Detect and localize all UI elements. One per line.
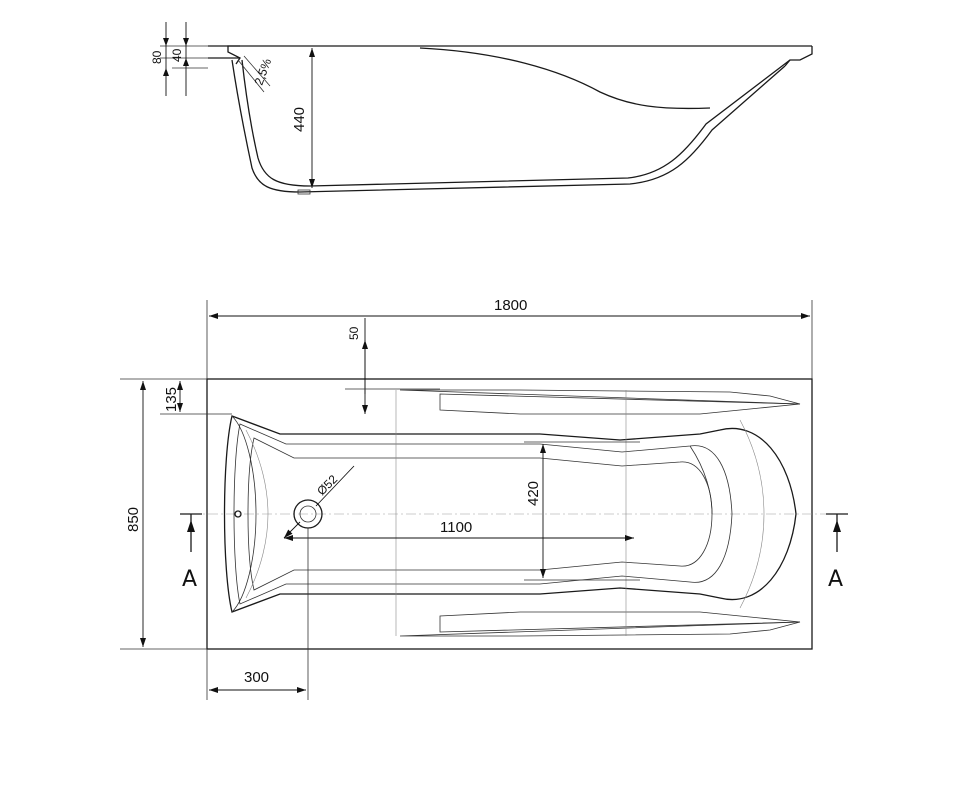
- rim-step-dimension-label: 40: [170, 48, 184, 62]
- rim-height-dimension-label: 80: [150, 50, 164, 64]
- section-label-right: A: [828, 567, 843, 592]
- slope-dimension-label: 2,5%: [252, 56, 275, 87]
- inner-width-dimension-label: 420: [525, 481, 542, 506]
- drain-offset-dimension-label: 300: [244, 669, 269, 686]
- top-view: 1800 50 850 135: [120, 297, 830, 700]
- width-dimension-label: 850: [125, 507, 142, 532]
- section-mark-right: A: [826, 513, 848, 592]
- top-offset-dimension-label: 50: [347, 326, 361, 340]
- depth-dimension-label: 440: [291, 107, 308, 132]
- section-mark-left: A: [180, 513, 202, 592]
- inner-length-dimension-label: 1100: [440, 519, 472, 536]
- length-dimension-label: 1800: [494, 297, 527, 314]
- side-view: 440 80 40 2,5%: [150, 22, 813, 195]
- section-label-left: A: [182, 567, 197, 592]
- drain-diameter-dimension-label: Ø52: [314, 472, 340, 498]
- rim-width-dimension-label: 135: [163, 387, 180, 412]
